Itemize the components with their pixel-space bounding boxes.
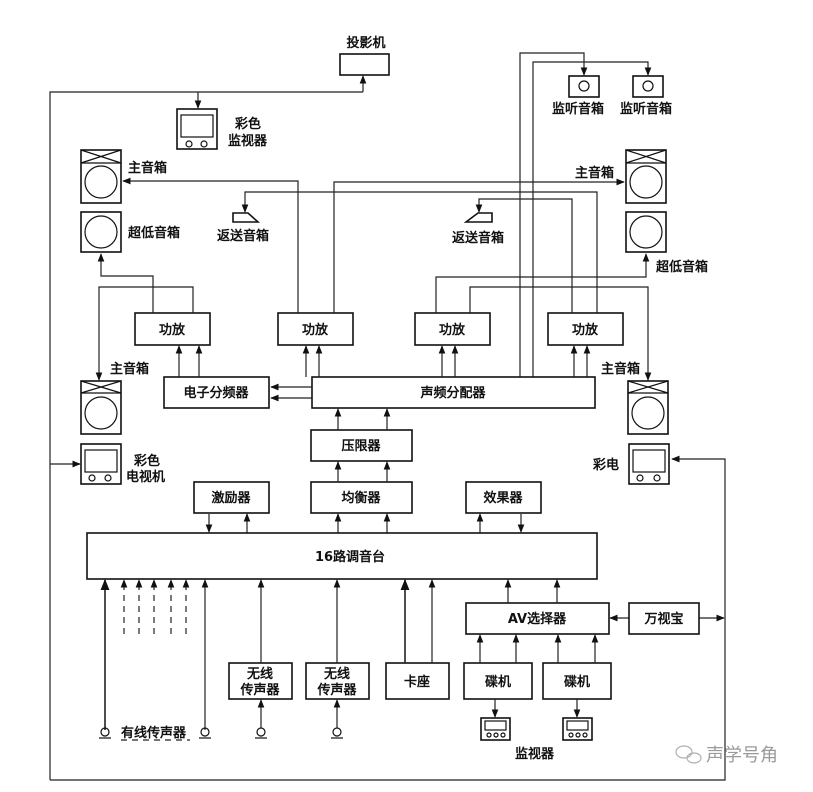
wired-microphones: 有线传声器 — [99, 578, 211, 741]
color-tv-label-2: 电视机 — [126, 469, 165, 485]
crossover-label: 电子分频器 — [183, 385, 249, 401]
monitor-bottom-2 — [562, 717, 593, 741]
main-speaker-label: 主音箱 — [575, 165, 614, 181]
amplifier-4: 功放 — [547, 312, 624, 346]
color-tv-right: 彩电 — [592, 443, 670, 485]
watermark-text: 声学号角 — [706, 745, 778, 766]
distributor: 声频分配器 — [311, 376, 596, 409]
wire-outer-left — [49, 91, 363, 780]
crossover: 电子分频器 — [163, 376, 270, 409]
mic-icon — [256, 727, 266, 737]
monitor-speaker-2: 监听音箱 — [620, 75, 672, 117]
projector-box — [339, 53, 390, 76]
subwoofer-left: 超低音箱 — [80, 211, 180, 253]
mixer: 16路调音台 — [86, 532, 598, 580]
exciter-label: 激励器 — [211, 490, 251, 506]
processing-wires — [205, 408, 525, 533]
subwoofer-right: 超低音箱 — [625, 211, 708, 275]
main-speaker-bottom-left: 主音箱 — [80, 361, 149, 435]
return-speaker-icon — [463, 212, 493, 223]
wired-mic-label: 有线传声器 — [121, 725, 187, 741]
caidian-label: 彩电 — [592, 457, 619, 473]
color-tv-left: 彩色 电视机 — [80, 443, 165, 485]
color-monitor-label-1: 彩色 — [234, 116, 261, 132]
compressor: 压限器 — [310, 429, 413, 462]
main-speaker-icon — [80, 149, 122, 204]
cassette-deck: 卡座 — [385, 578, 450, 700]
main-speaker-label: 主音箱 — [128, 160, 167, 176]
mic-icon — [332, 727, 342, 737]
subwoofer-label: 超低音箱 — [128, 225, 180, 241]
monitor-speaker-label: 监听音箱 — [620, 101, 672, 117]
karaoke-box: 万视宝 — [628, 602, 700, 635]
effects-label: 效果器 — [483, 490, 523, 506]
monitor-speaker-label: 监听音箱 — [552, 101, 604, 117]
main-speaker-label: 主音箱 — [110, 361, 149, 377]
return-speaker-label: 返送音箱 — [452, 230, 504, 246]
return-speaker-label: 返送音箱 — [217, 228, 269, 244]
mixer-label: 16路调音台 — [315, 549, 385, 565]
return-speaker-right: 返送音箱 — [452, 212, 504, 246]
amplifier-output-wires — [95, 177, 652, 381]
color-monitor-label-2: 监视器 — [228, 133, 268, 149]
wire-outer-bottom — [50, 620, 726, 781]
wireless-mic-1: 无线 传声器 — [228, 579, 293, 739]
wireless-mic-label-1: 无线 — [246, 666, 273, 682]
amplifier-3: 功放 — [414, 312, 491, 346]
disc-player-label: 碟机 — [564, 674, 590, 690]
projector: 投影机 — [339, 35, 390, 76]
amplifier-label: 功放 — [439, 322, 466, 338]
subwoofer-icon — [625, 211, 667, 253]
main-speaker-top-right: 主音箱 — [575, 149, 667, 204]
main-speaker-label: 主音箱 — [601, 361, 640, 377]
exciter: 激励器 — [193, 481, 270, 514]
cassette-deck-label: 卡座 — [404, 674, 430, 690]
amplifier-label: 功放 — [159, 322, 186, 338]
disc-player-label: 碟机 — [485, 674, 511, 690]
monitor-speaker-wires — [519, 52, 652, 377]
amplifier-label: 功放 — [302, 322, 329, 338]
wireless-mic-2: 无线 传声器 — [305, 579, 370, 739]
main-speaker-icon — [625, 149, 667, 204]
monitor-speaker-1: 监听音箱 — [552, 75, 604, 117]
subwoofer-label: 超低音箱 — [656, 259, 708, 275]
projector-label: 投影机 — [346, 35, 385, 51]
distributor-label: 声频分配器 — [419, 385, 486, 401]
video-distribution-wires — [49, 75, 726, 781]
monitor-label: 监视器 — [515, 746, 555, 762]
wechat-icon — [675, 745, 702, 764]
wireless-mic-label-2: 传声器 — [316, 682, 357, 698]
karaoke-box-label: 万视宝 — [643, 611, 683, 627]
effects: 效果器 — [465, 481, 542, 514]
color-monitor-top: 彩色 监视器 — [176, 108, 268, 150]
crossover-distributor-wires — [175, 345, 591, 402]
color-tv-label-1: 彩色 — [133, 453, 160, 469]
return-speaker-left: 返送音箱 — [217, 212, 269, 244]
amplifier-2: 功放 — [277, 312, 354, 346]
wire-to-caidian — [671, 455, 726, 620]
main-speaker-bottom-right: 主音箱 — [601, 361, 669, 435]
return-speaker-icon — [232, 212, 261, 223]
equalizer-label: 均衡器 — [341, 490, 381, 506]
amplifier-1: 功放 — [134, 312, 211, 346]
monitor-icon — [176, 108, 218, 150]
wireless-mic-label-1: 无线 — [323, 666, 350, 682]
wireless-mic-label-2: 传声器 — [239, 682, 280, 698]
disc-player-1: 碟机 — [463, 634, 533, 718]
subwoofer-icon — [80, 211, 122, 253]
watermark: 声学号角 — [675, 745, 778, 766]
monitor-speaker-icon — [568, 75, 600, 98]
monitor-bottom-1 — [480, 717, 511, 741]
disc-player-2: 碟机 — [542, 634, 612, 718]
mic-icon — [199, 727, 211, 739]
equalizer: 均衡器 — [310, 481, 413, 514]
compressor-label: 压限器 — [341, 439, 381, 454]
main-speaker-top-left: 主音箱 — [80, 149, 167, 204]
av-selector: AV选择器 — [465, 579, 610, 635]
amplifier-label: 功放 — [572, 322, 599, 338]
mic-icon — [99, 727, 111, 739]
monitor-speaker-icon — [632, 75, 664, 98]
av-selector-label: AV选择器 — [508, 611, 567, 627]
